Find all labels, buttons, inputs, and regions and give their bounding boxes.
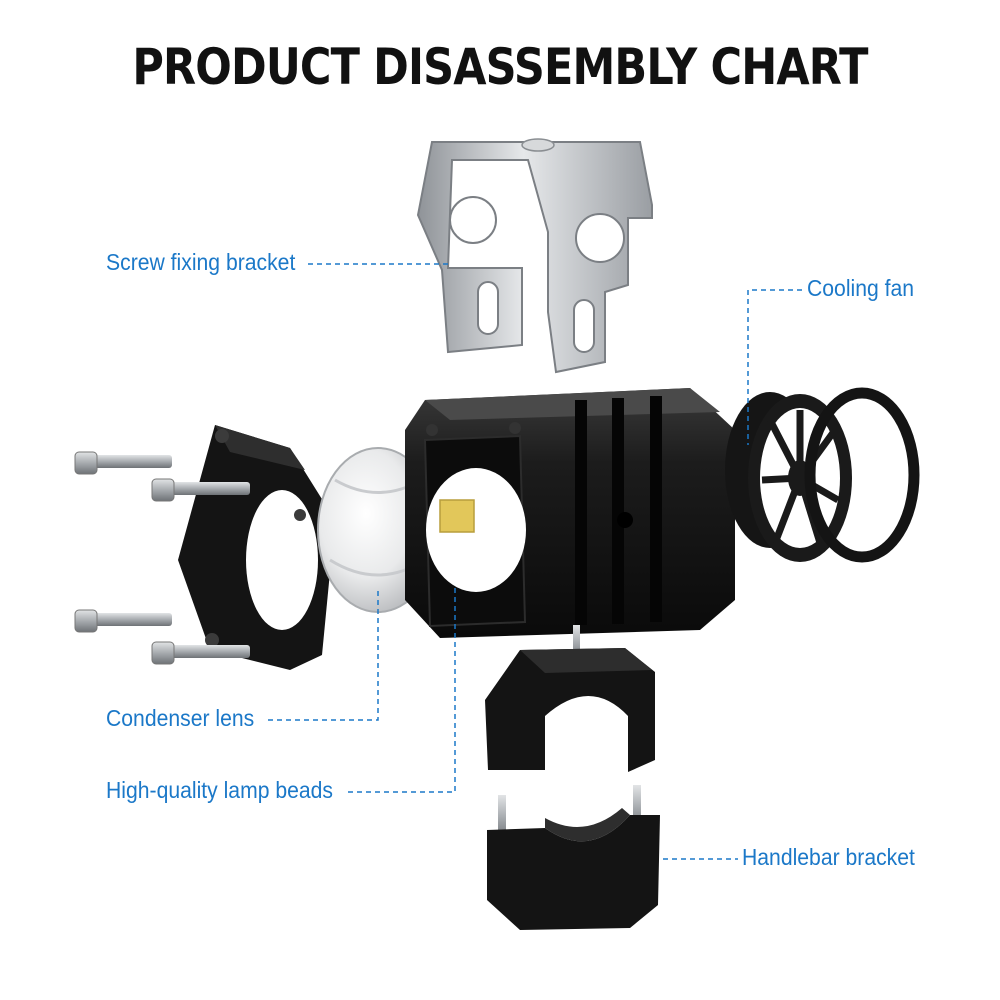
page-title: PRODUCT DISASSEMBLY CHART (132, 38, 868, 96)
label-condenser-lens: Condenser lens (106, 705, 255, 731)
lamp-body (405, 388, 735, 638)
screw-fixing-bracket (416, 138, 653, 374)
label-handlebar-bracket: Handlebar bracket (742, 844, 915, 870)
label-screw-fixing-bracket: Screw fixing bracket (106, 249, 296, 275)
label-lamp-beads: High-quality lamp beads (106, 777, 334, 803)
handlebar-bracket-lower (487, 785, 660, 930)
cooling-fan (725, 387, 920, 563)
handlebar-bracket-upper (485, 625, 655, 772)
label-cooling-fan: Cooling fan (807, 275, 915, 301)
front-bezel (178, 425, 335, 670)
mounting-screws (74, 451, 250, 665)
leader-lines (268, 263, 802, 860)
